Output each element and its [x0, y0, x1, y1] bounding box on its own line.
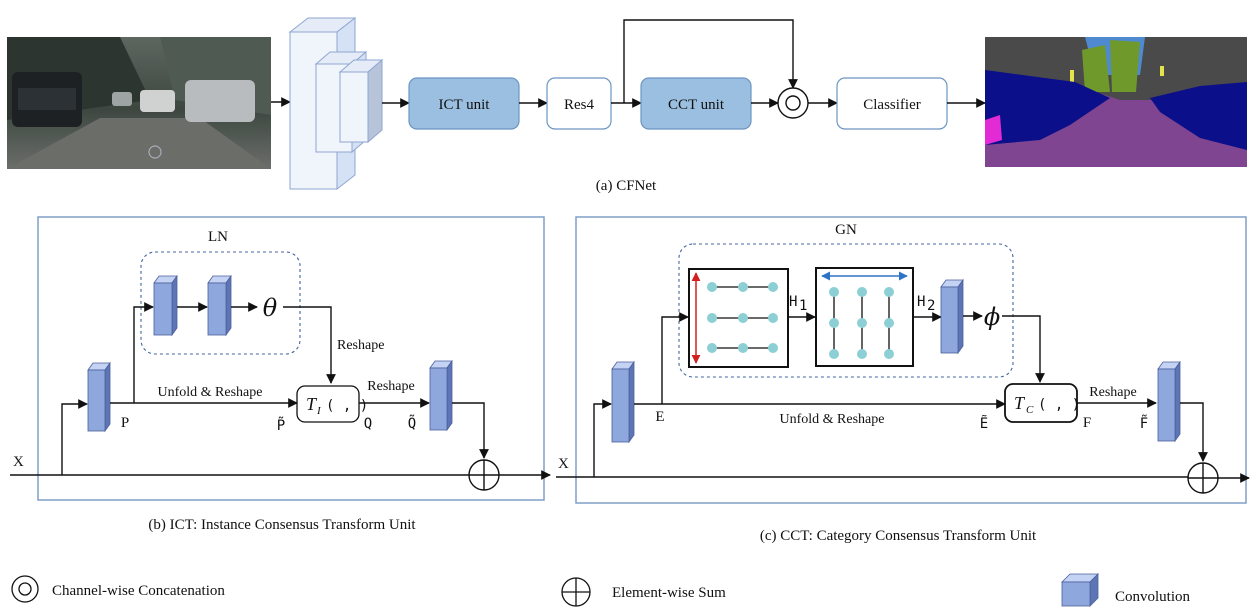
res4-label: Res4: [564, 97, 595, 113]
cct-transform-args: ( , ): [1038, 397, 1080, 413]
h1-label: H: [789, 294, 797, 310]
legend-convolution-icon: [1061, 573, 1099, 607]
backbone-blocks: [288, 16, 384, 191]
arrow-cct-conv-to-sum: [1180, 402, 1208, 462]
ict-ln-conv-2: [207, 274, 232, 337]
ict-output-conv: [429, 359, 453, 432]
legend-sum-label: Element-wise Sum: [612, 585, 726, 601]
cct-unit-box: CCT unit: [640, 77, 752, 130]
skip-connection-arrow: [623, 19, 798, 103]
ict-reshape-right-label: Reshape: [367, 379, 414, 394]
ict-transform-subscript: I: [316, 405, 322, 417]
ln-label: LN: [208, 229, 228, 245]
cct-unit-label: CCT unit: [668, 97, 725, 113]
legend-concat-label: Channel-wise Concatenation: [52, 583, 225, 599]
ict-panel-frame: [37, 216, 545, 501]
cct-output-conv: [1157, 360, 1181, 443]
legend-convolution-label: Convolution: [1115, 589, 1191, 605]
ict-unfold-label: Unfold & Reshape: [158, 385, 263, 400]
gn-row-graph: [688, 268, 789, 368]
arrow-x-to-cct-conv: [593, 399, 612, 477]
e-tilde-label: Ẽ: [980, 415, 988, 432]
ict-sum-symbol: [468, 459, 500, 491]
e-label: E: [655, 409, 664, 425]
phi-symbol: ϕ: [984, 303, 1000, 331]
cct-transform-box: T C ( , ): [1004, 383, 1080, 423]
input-street-image: [7, 37, 271, 169]
ict-x-label: X: [13, 454, 24, 470]
output-segmentation-image: [985, 37, 1247, 167]
arrow-theta-to-transform: [283, 306, 336, 384]
h2-subscript: 2: [927, 298, 935, 314]
gn-label: GN: [835, 222, 857, 238]
res4-box: Res4: [546, 77, 612, 130]
cct-transform-subscript: C: [1026, 404, 1034, 416]
cct-gn-conv: [940, 278, 964, 355]
theta-symbol: θ: [263, 294, 278, 322]
q-label: Q: [364, 416, 372, 432]
arrow-ict-conv-to-sum: [452, 402, 489, 459]
h1-subscript: 1: [799, 298, 807, 314]
classifier-label: Classifier: [863, 97, 921, 113]
ict-unit-label: ICT unit: [439, 97, 491, 113]
cct-transform-symbol: T: [1014, 393, 1026, 413]
ln-dashed-group: [140, 251, 301, 355]
ict-transform-box: T I ( , ): [296, 385, 368, 423]
p-label: P: [121, 415, 129, 431]
cct-x-label: X: [558, 456, 569, 472]
gn-dashed-group: [678, 243, 1014, 378]
cct-input-conv: [611, 360, 635, 444]
cct-sum-symbol: [1187, 462, 1219, 494]
arrow-phi-to-transform: [1002, 315, 1045, 383]
classifier-box: Classifier: [836, 77, 948, 130]
legend-concat-icon: [11, 575, 39, 603]
ict-unit-box: ICT unit: [408, 77, 520, 130]
concat-symbol: [777, 87, 809, 119]
f-label: F: [1083, 415, 1091, 431]
cfnet-caption: (a) CFNet: [596, 178, 657, 194]
legend-sum-icon: [561, 577, 591, 607]
ict-ln-conv-1: [153, 274, 178, 337]
cct-unfold-label: Unfold & Reshape: [780, 412, 885, 427]
f-tilde-label: F̃: [1140, 414, 1148, 432]
arrow-x-to-ict-conv: [61, 399, 88, 475]
cct-caption: (c) CCT: Category Consensus Transform Un…: [760, 528, 1037, 544]
p-tilde-label: P̃: [277, 416, 285, 434]
ict-transform-args: ( , ): [326, 398, 368, 414]
ict-reshape-top-label: Reshape: [337, 338, 384, 353]
q-tilde-label: Q̃: [408, 414, 416, 432]
gn-column-graph: [815, 267, 914, 367]
ict-input-conv: [87, 361, 111, 433]
ict-transform-symbol: T: [306, 394, 318, 414]
h2-label: H: [917, 294, 925, 310]
ict-caption: (b) ICT: Instance Consensus Transform Un…: [148, 517, 416, 533]
cct-reshape-label: Reshape: [1089, 385, 1136, 400]
arrow-e-to-gn: [661, 312, 689, 404]
cct-panel-frame: [575, 216, 1247, 504]
arrow-p-to-ln: [133, 302, 154, 403]
